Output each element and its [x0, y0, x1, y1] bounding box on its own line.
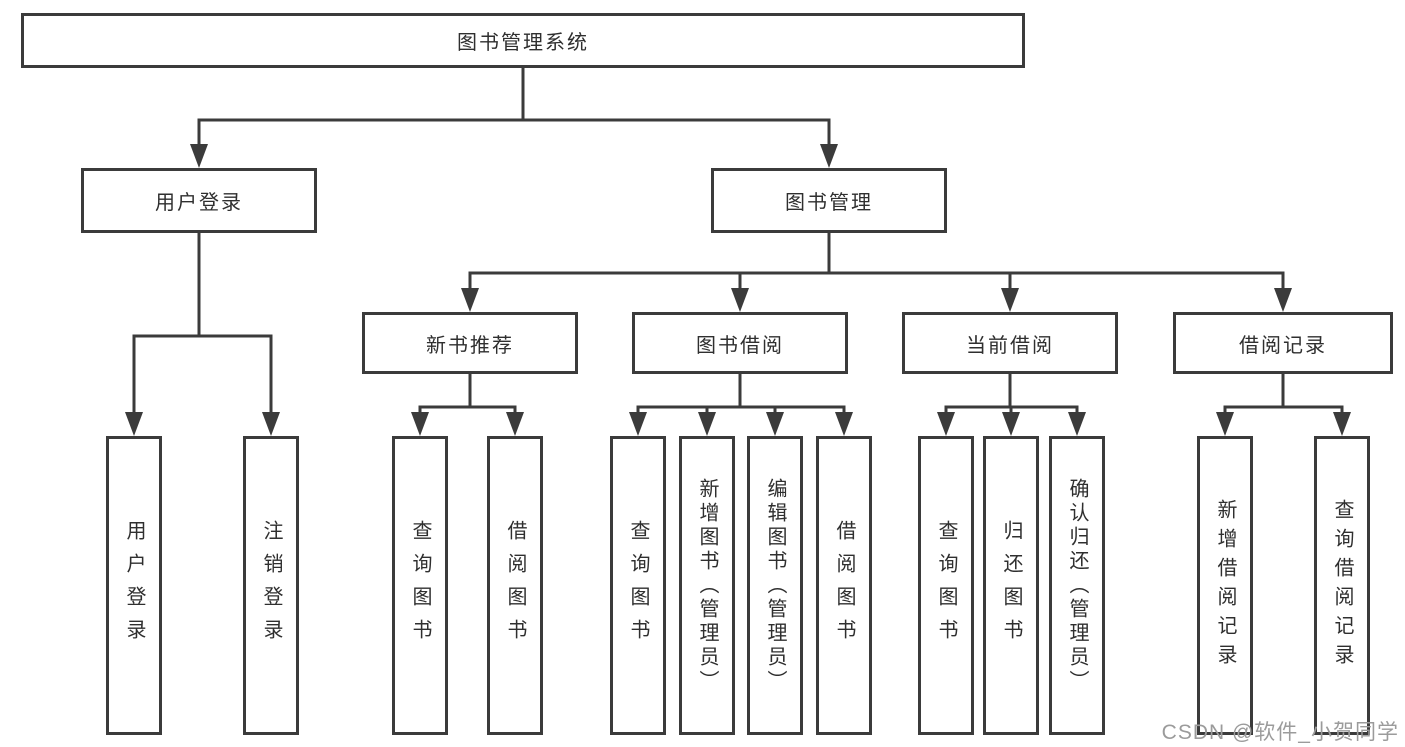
node-user-login: 用户登录 [81, 168, 317, 233]
leaf-add-books-admin-label: 新增图书（管理员） [696, 477, 718, 694]
leaf-recommend-query-books: 查询图书 [392, 436, 448, 735]
node-library-system-label: 图书管理系统 [457, 32, 589, 54]
leaf-recommend-borrow-books-label: 借阅图书 [504, 519, 526, 652]
node-user-login-label: 用户登录 [155, 192, 243, 214]
leaf-edit-books-admin-label: 编辑图书（管理员） [764, 477, 786, 694]
leaf-current-query-books: 查询图书 [918, 436, 974, 735]
csdn-watermark: CSDN @软件_小贺同学 [1161, 721, 1399, 744]
leaf-recommend-query-books-label: 查询图书 [409, 519, 431, 652]
leaf-recommend-borrow-books: 借阅图书 [487, 436, 543, 735]
leaf-user-login-label: 用户登录 [123, 519, 145, 652]
node-library-system: 图书管理系统 [21, 13, 1025, 68]
leaf-add-books-admin: 新增图书（管理员） [679, 436, 735, 735]
leaf-logout: 注销登录 [243, 436, 299, 735]
leaf-borrow-query-books: 查询图书 [610, 436, 666, 735]
node-book-borrow: 图书借阅 [632, 312, 848, 374]
leaf-confirm-return-admin-label: 确认归还（管理员） [1066, 477, 1088, 694]
leaf-current-query-books-label: 查询图书 [935, 519, 957, 652]
node-book-borrow-label: 图书借阅 [696, 334, 784, 357]
node-new-book-recommend: 新书推荐 [362, 312, 578, 374]
leaf-logout-label: 注销登录 [260, 519, 282, 652]
leaf-borrow-query-books-label: 查询图书 [627, 519, 649, 652]
leaf-return-books: 归还图书 [983, 436, 1039, 735]
leaf-borrow-books-label: 借阅图书 [833, 519, 855, 652]
node-new-book-recommend-label: 新书推荐 [426, 334, 514, 357]
leaf-borrow-books: 借阅图书 [816, 436, 872, 735]
node-current-borrow: 当前借阅 [902, 312, 1118, 374]
node-book-management-label: 图书管理 [785, 192, 873, 214]
node-current-borrow-label: 当前借阅 [966, 334, 1054, 357]
node-borrow-records-label: 借阅记录 [1239, 334, 1327, 357]
node-borrow-records: 借阅记录 [1173, 312, 1393, 374]
leaf-return-books-label: 归还图书 [1000, 519, 1022, 652]
leaf-edit-books-admin: 编辑图书（管理员） [747, 436, 803, 735]
node-book-management: 图书管理 [711, 168, 947, 233]
leaf-add-borrow-record-label: 新增借阅记录 [1214, 498, 1236, 673]
leaf-query-borrow-record-label: 查询借阅记录 [1331, 498, 1353, 673]
leaf-query-borrow-record: 查询借阅记录 [1314, 436, 1370, 735]
leaf-add-borrow-record: 新增借阅记录 [1197, 436, 1253, 735]
leaf-confirm-return-admin: 确认归还（管理员） [1049, 436, 1105, 735]
leaf-user-login: 用户登录 [106, 436, 162, 735]
